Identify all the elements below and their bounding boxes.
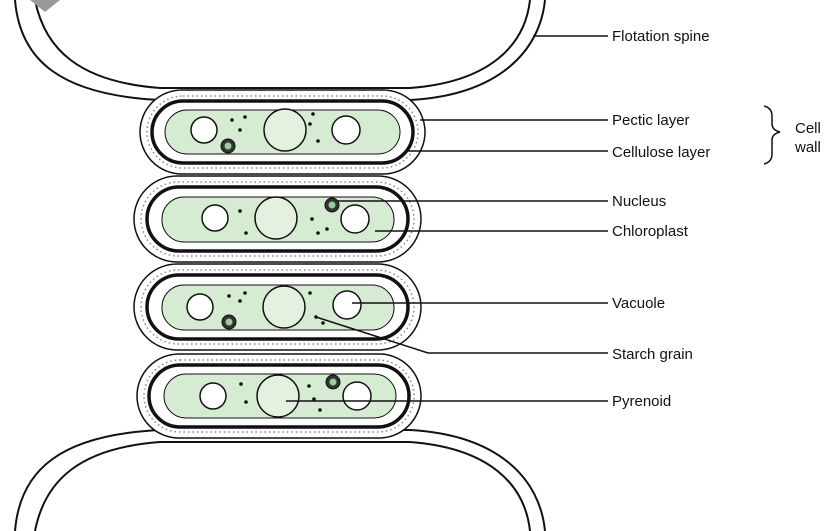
top-spine-outer — [15, 0, 545, 100]
label-vacuole: Vacuole — [612, 295, 665, 312]
bottom-flotation-spine — [15, 430, 545, 531]
bottom-spine-inner — [35, 442, 530, 531]
cell-2-pyrenoid — [255, 197, 297, 239]
label-cell-wall-line2: wall — [794, 139, 821, 156]
bottom-spine-outer — [15, 430, 545, 531]
cell-2-vacuole-right — [341, 205, 369, 233]
cell-3-pyrenoid — [263, 286, 305, 328]
cell-2 — [134, 176, 421, 262]
top-spine-inner — [35, 0, 530, 88]
cell-2-nucleus-core — [329, 202, 336, 209]
label-chloroplast: Chloroplast — [612, 223, 689, 240]
label-cell-wall-line1: Cell — [795, 120, 821, 137]
top-spine-corner — [30, 0, 60, 12]
cell-1-pyrenoid — [264, 109, 306, 151]
cell-3-vacuole-left — [187, 294, 213, 320]
cell-4-vacuole-right — [343, 382, 371, 410]
label-flotation-spine: Flotation spine — [612, 28, 710, 45]
label-cellulose-layer: Cellulose layer — [612, 144, 710, 161]
cell-4 — [137, 354, 421, 438]
cell-2-vacuole-left — [202, 205, 228, 231]
label-pectic-layer: Pectic layer — [612, 112, 690, 129]
cell-wall-brace — [764, 106, 780, 164]
label-starch-grain: Starch grain — [612, 346, 693, 363]
cell-1 — [140, 90, 425, 174]
cell-1-vacuole-right — [332, 116, 360, 144]
cell-3-nucleus-core — [226, 319, 233, 326]
cell-4-pyrenoid — [257, 375, 299, 417]
cell-1-nucleus-core — [225, 143, 232, 150]
cell-3-vacuole-right — [333, 291, 361, 319]
cell-4-vacuole-left — [200, 383, 226, 409]
cell-4-nucleus-core — [330, 379, 337, 386]
label-pyrenoid: Pyrenoid — [612, 393, 671, 410]
label-nucleus: Nucleus — [612, 193, 666, 210]
cell-1-vacuole-left — [191, 117, 217, 143]
top-flotation-spine — [15, 0, 545, 100]
